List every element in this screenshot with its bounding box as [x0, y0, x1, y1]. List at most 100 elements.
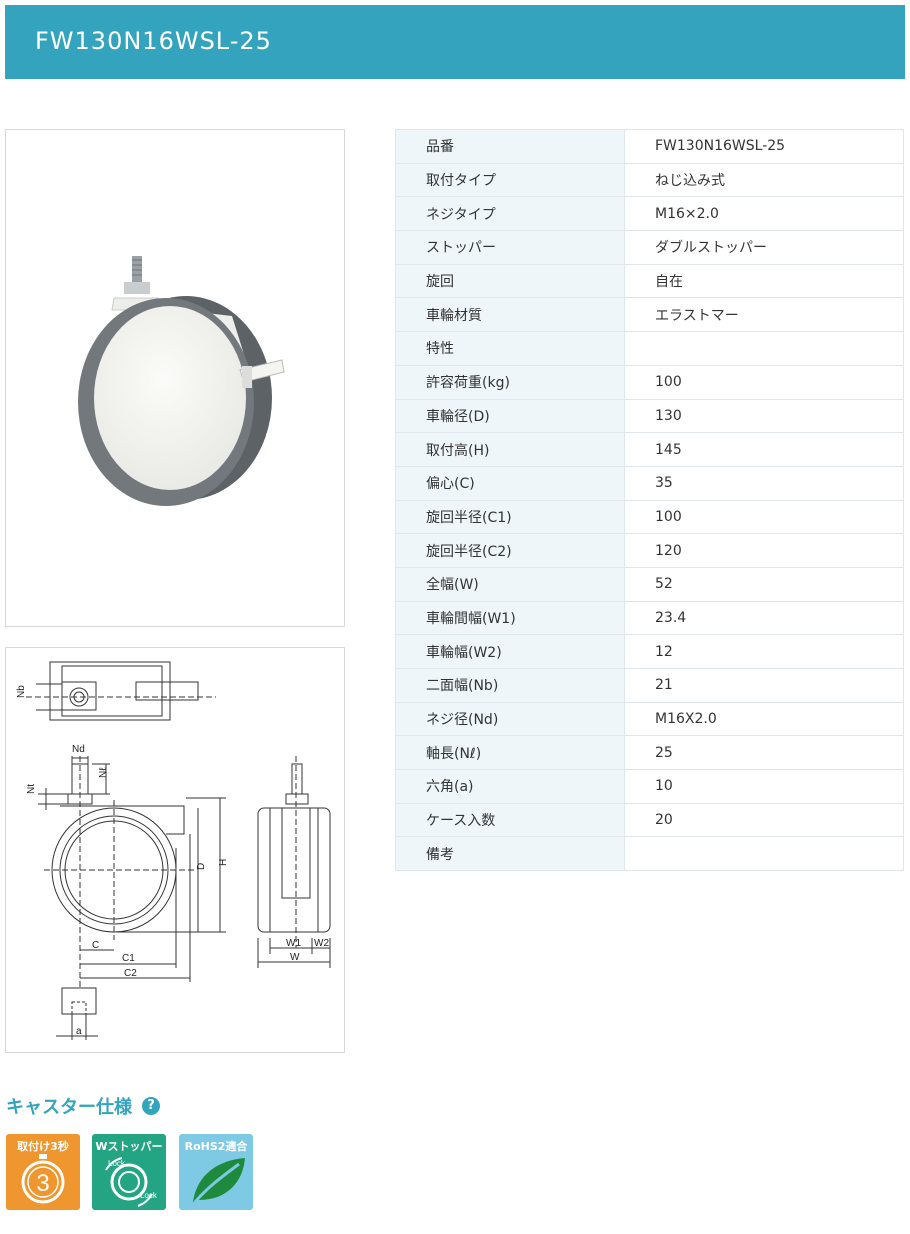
label-w1: W1	[286, 938, 301, 949]
label-w: W	[290, 952, 300, 963]
spec-value: 145	[624, 432, 904, 467]
spec-label: 車輪径(D)	[395, 398, 625, 434]
spec-row: 車輪幅(W2)12	[395, 634, 904, 669]
label-nt: Nt	[26, 784, 37, 794]
spec-label: 偏心(C)	[395, 465, 625, 501]
label-w2: W2	[314, 938, 329, 949]
spec-row: 車輪材質エラストマー	[395, 297, 904, 333]
label-nl: Nℓ	[98, 767, 109, 778]
lock-label-1: Lock	[108, 1159, 126, 1168]
spec-value	[624, 331, 904, 366]
lock-label-2: Lock	[140, 1191, 158, 1200]
spec-value: M16×2.0	[624, 196, 904, 232]
label-h: H	[218, 859, 229, 866]
badge-label: Wストッパー	[95, 1140, 163, 1153]
spec-value: エラストマー	[624, 297, 904, 333]
spec-label: 軸長(Nℓ)	[395, 735, 625, 771]
spec-label: 取付タイプ	[395, 162, 625, 198]
spec-label: ネジタイプ	[395, 196, 625, 232]
badge-mount-3sec: 取付け3秒 3	[6, 1134, 80, 1210]
spec-label: 全幅(W)	[395, 566, 625, 602]
spec-label: 車輪間幅(W1)	[395, 600, 625, 636]
spec-value: ダブルストッパー	[624, 230, 904, 265]
spec-value: FW130N16WSL-25	[624, 129, 904, 164]
spec-label: 二面幅(Nb)	[395, 668, 625, 703]
spec-row: 六角(a)10	[395, 769, 904, 804]
label-nb: Nb	[16, 685, 27, 698]
spec-row: 許容荷重(kg)100	[395, 364, 904, 400]
spec-row: 偏心(C)35	[395, 465, 904, 501]
label-nd: Nd	[72, 744, 85, 755]
spec-label: ケース入数	[395, 802, 625, 838]
spec-value: 10	[624, 769, 904, 804]
spec-label: 旋回半径(C2)	[395, 533, 625, 568]
label-c: C	[92, 940, 99, 951]
spec-row: 備考	[395, 836, 904, 872]
badge-label: 取付け3秒	[17, 1140, 69, 1153]
spec-row: ネジ径(Nd)M16X2.0	[395, 701, 904, 737]
page-title: FW130N16WSL-25	[35, 27, 272, 55]
spec-row: 取付高(H)145	[395, 432, 904, 467]
product-photo	[5, 129, 345, 627]
spec-label: ネジ径(Nd)	[395, 701, 625, 737]
label-d: D	[196, 863, 207, 870]
spec-row: 取付タイプねじ込み式	[395, 162, 904, 198]
spec-value: 130	[624, 398, 904, 434]
spec-label: 車輪材質	[395, 297, 625, 333]
caster-spec-heading: キャスター仕様 ?	[6, 1093, 160, 1119]
spec-label: 許容荷重(kg)	[395, 364, 625, 400]
badge-label: RoHS2適合	[184, 1140, 248, 1153]
spec-row: 特性	[395, 331, 904, 366]
spec-row: 旋回半径(C2)120	[395, 533, 904, 568]
spec-value: M16X2.0	[624, 701, 904, 737]
label-c1: C1	[122, 953, 135, 964]
spec-value: 120	[624, 533, 904, 568]
spec-value: 21	[624, 668, 904, 703]
spec-value: 20	[624, 802, 904, 838]
spec-label: 車輪幅(W2)	[395, 634, 625, 669]
spec-value: 100	[624, 499, 904, 535]
spec-value: ねじ込み式	[624, 162, 904, 198]
spec-row: 車輪間幅(W1)23.4	[395, 600, 904, 636]
spec-value: 23.4	[624, 600, 904, 636]
spec-label: 旋回	[395, 263, 625, 299]
spec-label: 旋回半径(C1)	[395, 499, 625, 535]
leaf-icon	[193, 1158, 245, 1203]
caster-image	[78, 256, 285, 506]
spec-row: 軸長(Nℓ)25	[395, 735, 904, 771]
spec-value	[624, 836, 904, 872]
spec-value: 52	[624, 566, 904, 602]
spec-label: 備考	[395, 836, 625, 872]
label-c2: C2	[124, 968, 137, 979]
label-a: a	[76, 1026, 82, 1037]
spec-row: 二面幅(Nb)21	[395, 668, 904, 703]
spec-value: 12	[624, 634, 904, 669]
spec-row: ストッパーダブルストッパー	[395, 230, 904, 265]
dimension-drawing: Nb Nd Nℓ Nt D H C C1 C2 W1 W2 W a	[5, 647, 345, 1053]
spec-row: 車輪径(D)130	[395, 398, 904, 434]
spec-row: 全幅(W)52	[395, 566, 904, 602]
spec-label: 品番	[395, 129, 625, 164]
spec-label: 取付高(H)	[395, 432, 625, 467]
section-title: キャスター仕様	[6, 1097, 132, 1118]
spec-row: 旋回自在	[395, 263, 904, 299]
badge-digit: 3	[36, 1170, 49, 1197]
spec-label: 特性	[395, 331, 625, 366]
page-header: FW130N16WSL-25	[5, 5, 905, 79]
drawing-svg: Nb Nd Nℓ Nt D H C C1 C2 W1 W2 W a	[16, 661, 331, 1040]
spec-label: ストッパー	[395, 230, 625, 265]
spec-value: 100	[624, 364, 904, 400]
help-icon[interactable]: ?	[142, 1097, 160, 1115]
spec-value: 自在	[624, 263, 904, 299]
stopwatch-icon: 3	[21, 1154, 65, 1204]
badge-rohs2: RoHS2適合	[179, 1134, 253, 1210]
badge-w-stopper: Wストッパー Lock Lock	[92, 1134, 166, 1210]
spec-value: 25	[624, 735, 904, 771]
spec-label: 六角(a)	[395, 769, 625, 804]
spec-row: 旋回半径(C1)100	[395, 499, 904, 535]
spec-value: 35	[624, 465, 904, 501]
